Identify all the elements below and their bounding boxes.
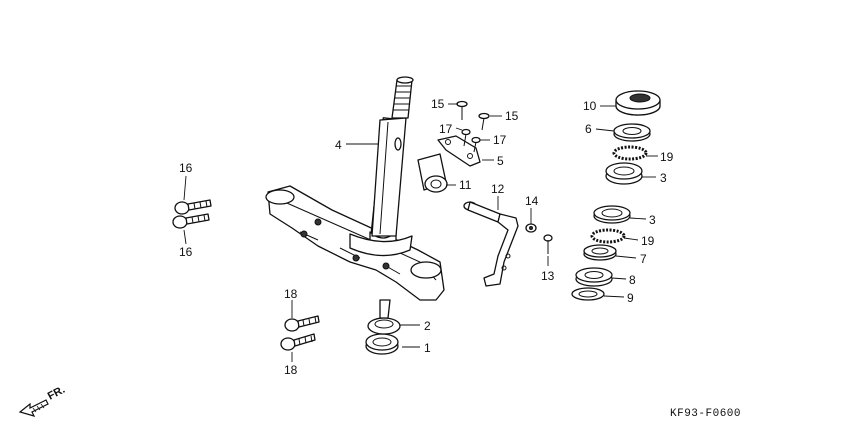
callout-1: 1 (424, 341, 431, 355)
callout-9: 9 (627, 291, 634, 305)
callout-17-right: 17 (493, 133, 507, 147)
dust-seal-part (365, 333, 399, 355)
front-indicator-label: FR. (46, 384, 67, 403)
callout-16-top: 16 (179, 161, 193, 175)
front-direction-arrow-icon (18, 399, 49, 417)
callout-15-right: 15 (505, 109, 519, 123)
callout-8: 8 (629, 273, 636, 287)
callout-6: 6 (585, 122, 592, 136)
callout-12: 12 (491, 182, 505, 196)
steering-stem-nut-part (615, 90, 661, 116)
callout-15-left: 15 (431, 97, 445, 111)
callout-2: 2 (424, 319, 431, 333)
steering-stem-part (265, 76, 445, 301)
leader-lines (183, 103, 658, 362)
callout-18-bottom: 18 (284, 363, 298, 377)
bolt-16a-part (174, 199, 212, 215)
bottom-cone-race-part (583, 244, 617, 261)
cable-guide-part (463, 201, 519, 287)
screw-15b-part (478, 112, 490, 131)
callout-19-upper: 19 (660, 150, 674, 164)
callout-18-top: 18 (284, 287, 298, 301)
steel-ball-ring-lower-part (590, 228, 626, 244)
callout-10: 10 (583, 99, 597, 113)
screw-17a-part (461, 128, 471, 147)
callout-13: 13 (541, 269, 555, 283)
bracket-plate-part (437, 135, 481, 167)
dust-seal-lower-part (575, 267, 613, 287)
callout-14: 14 (525, 194, 539, 208)
callout-5: 5 (497, 154, 504, 168)
bolt-18a-part (284, 315, 320, 332)
small-bolt-part (543, 234, 553, 254)
ball-race-upper-part (605, 162, 643, 185)
callout-3-upper: 3 (660, 171, 667, 185)
callout-19-lower: 19 (641, 234, 655, 248)
bolt-16b-part (172, 213, 210, 229)
screw-15a-part (456, 100, 468, 120)
small-washer-part (525, 223, 537, 233)
callout-17-left: 17 (439, 122, 453, 136)
callout-16-bottom: 16 (179, 245, 193, 259)
steel-ball-ring-upper-part (612, 145, 648, 161)
top-cone-race-part (613, 123, 651, 142)
collar-part (417, 153, 448, 193)
bolt-18b-part (280, 333, 316, 351)
callout-11: 11 (459, 178, 472, 192)
callout-7: 7 (640, 252, 647, 266)
lower-race-part (367, 299, 401, 335)
callout-4: 4 (335, 138, 342, 152)
callout-3-lower: 3 (649, 213, 656, 227)
diagram-code: KF93-F0600 (670, 408, 741, 420)
ball-race-lower-part (593, 205, 631, 224)
washer-9-part (571, 287, 605, 301)
